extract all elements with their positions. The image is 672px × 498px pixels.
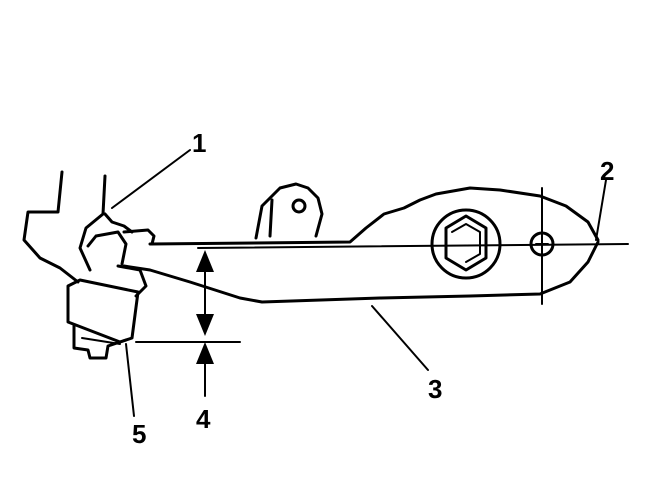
- callout-label-4: 4: [196, 404, 211, 434]
- pivot-pin: [529, 187, 555, 305]
- leader-lines: [111, 149, 607, 417]
- dimension-arrows: [196, 250, 214, 397]
- reference-lines: [135, 243, 629, 343]
- callout-label-2: 2: [600, 156, 614, 186]
- pedal-arm: [122, 182, 600, 304]
- pivot-nut: [430, 208, 502, 280]
- mounting-bracket: [22, 170, 134, 284]
- callout-label-5: 5: [132, 419, 146, 449]
- callout-label-3: 3: [428, 374, 442, 404]
- callout-label-1: 1: [192, 128, 206, 158]
